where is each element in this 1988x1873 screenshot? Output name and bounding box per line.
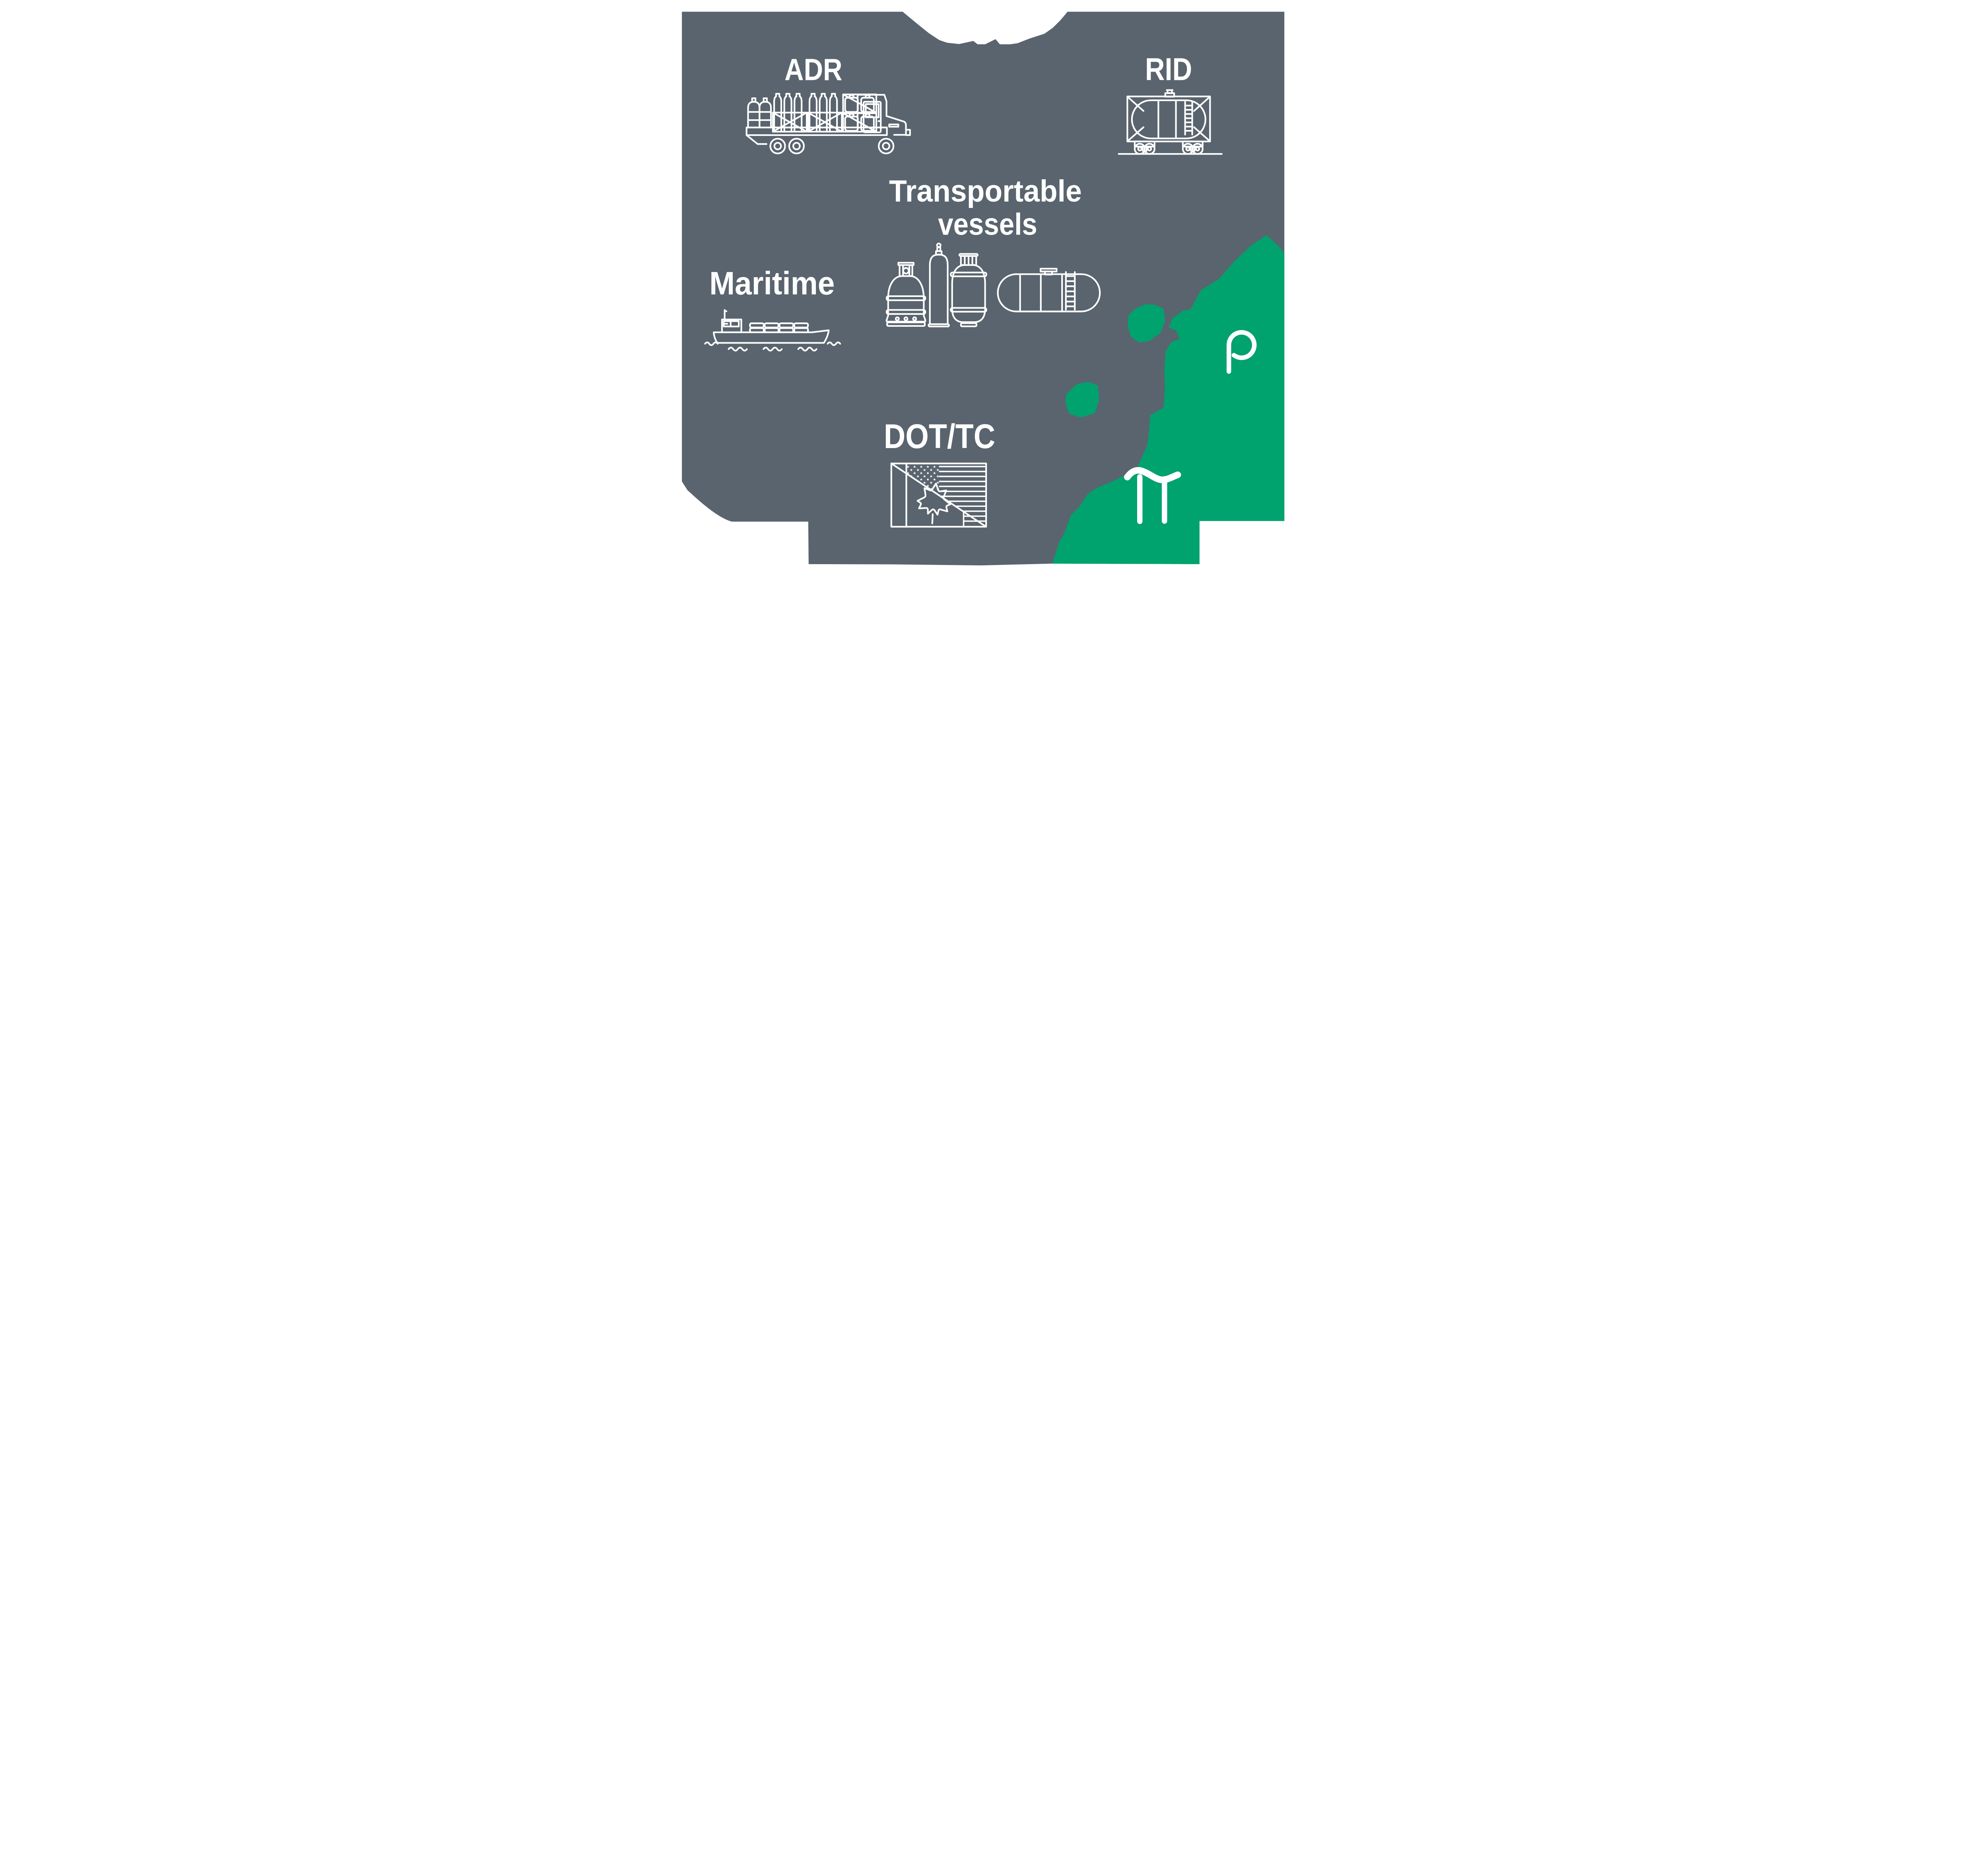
infographic-transport-regulations: ADR RID Transportable vessels Maritime D… (676, 0, 1312, 600)
green-island-lower (1065, 381, 1099, 418)
green-region (1052, 235, 1285, 564)
label-dot-tc: DOT/TC (884, 417, 995, 456)
label-rid: RID (1145, 52, 1192, 87)
rail-tank-wagon-icon (1118, 89, 1223, 155)
diagram-canvas: ADR RID Transportable vessels Maritime D… (682, 12, 1285, 566)
horizontal-tank-icon (997, 268, 1101, 312)
p-mark-icon (1226, 330, 1257, 374)
cargo-ship-icon (704, 309, 841, 351)
label-transportable: Transportable (889, 174, 1082, 208)
flag-stripes (939, 466, 987, 528)
usa-canada-flag-icon (890, 462, 987, 528)
water-waves (704, 342, 841, 351)
label-maritime: Maritime (709, 265, 835, 301)
pi-mark-icon (1124, 467, 1181, 524)
green-island-upper (1127, 304, 1165, 343)
truck-icon (746, 93, 911, 154)
industrial-cylinder-icon (950, 253, 987, 327)
tall-gas-cylinder-icon (928, 243, 950, 328)
label-vessels: vessels (938, 207, 1037, 241)
green-main-shape (1052, 235, 1285, 564)
maple-leaf (916, 483, 951, 524)
container-stack (749, 322, 809, 333)
lpg-cylinder-icon (885, 262, 926, 327)
gray-blob-background (682, 12, 1285, 566)
label-adr: ADR (784, 53, 843, 87)
